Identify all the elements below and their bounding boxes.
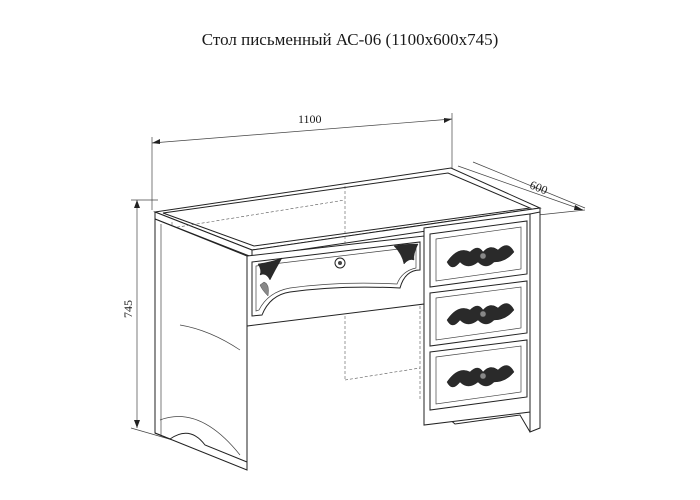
dimension-depth: 600 xyxy=(457,161,586,216)
floral-ornament-icon xyxy=(446,303,515,326)
drawing-title: Стол письменный АС-06 (1100х600х745) xyxy=(201,30,499,49)
floral-ornament-icon xyxy=(446,245,515,268)
drawer-3[interactable] xyxy=(429,339,528,411)
table-top xyxy=(153,167,542,258)
drawer-2[interactable] xyxy=(429,280,528,347)
dimension-depth-label: 600 xyxy=(528,178,550,198)
dimension-width: 1100 xyxy=(151,112,453,210)
floral-ornament-icon xyxy=(446,365,515,388)
floral-ornament-icon xyxy=(257,257,283,297)
floral-ornament-icon xyxy=(393,243,419,265)
drawer-1[interactable] xyxy=(429,220,528,288)
dimension-height-label: 745 xyxy=(121,300,135,318)
front-apron xyxy=(246,235,425,327)
dimension-width-label: 1100 xyxy=(298,112,322,126)
dimension-height: 745 xyxy=(121,199,191,446)
pedestal-front xyxy=(423,213,531,426)
left-side-panel xyxy=(154,218,248,471)
